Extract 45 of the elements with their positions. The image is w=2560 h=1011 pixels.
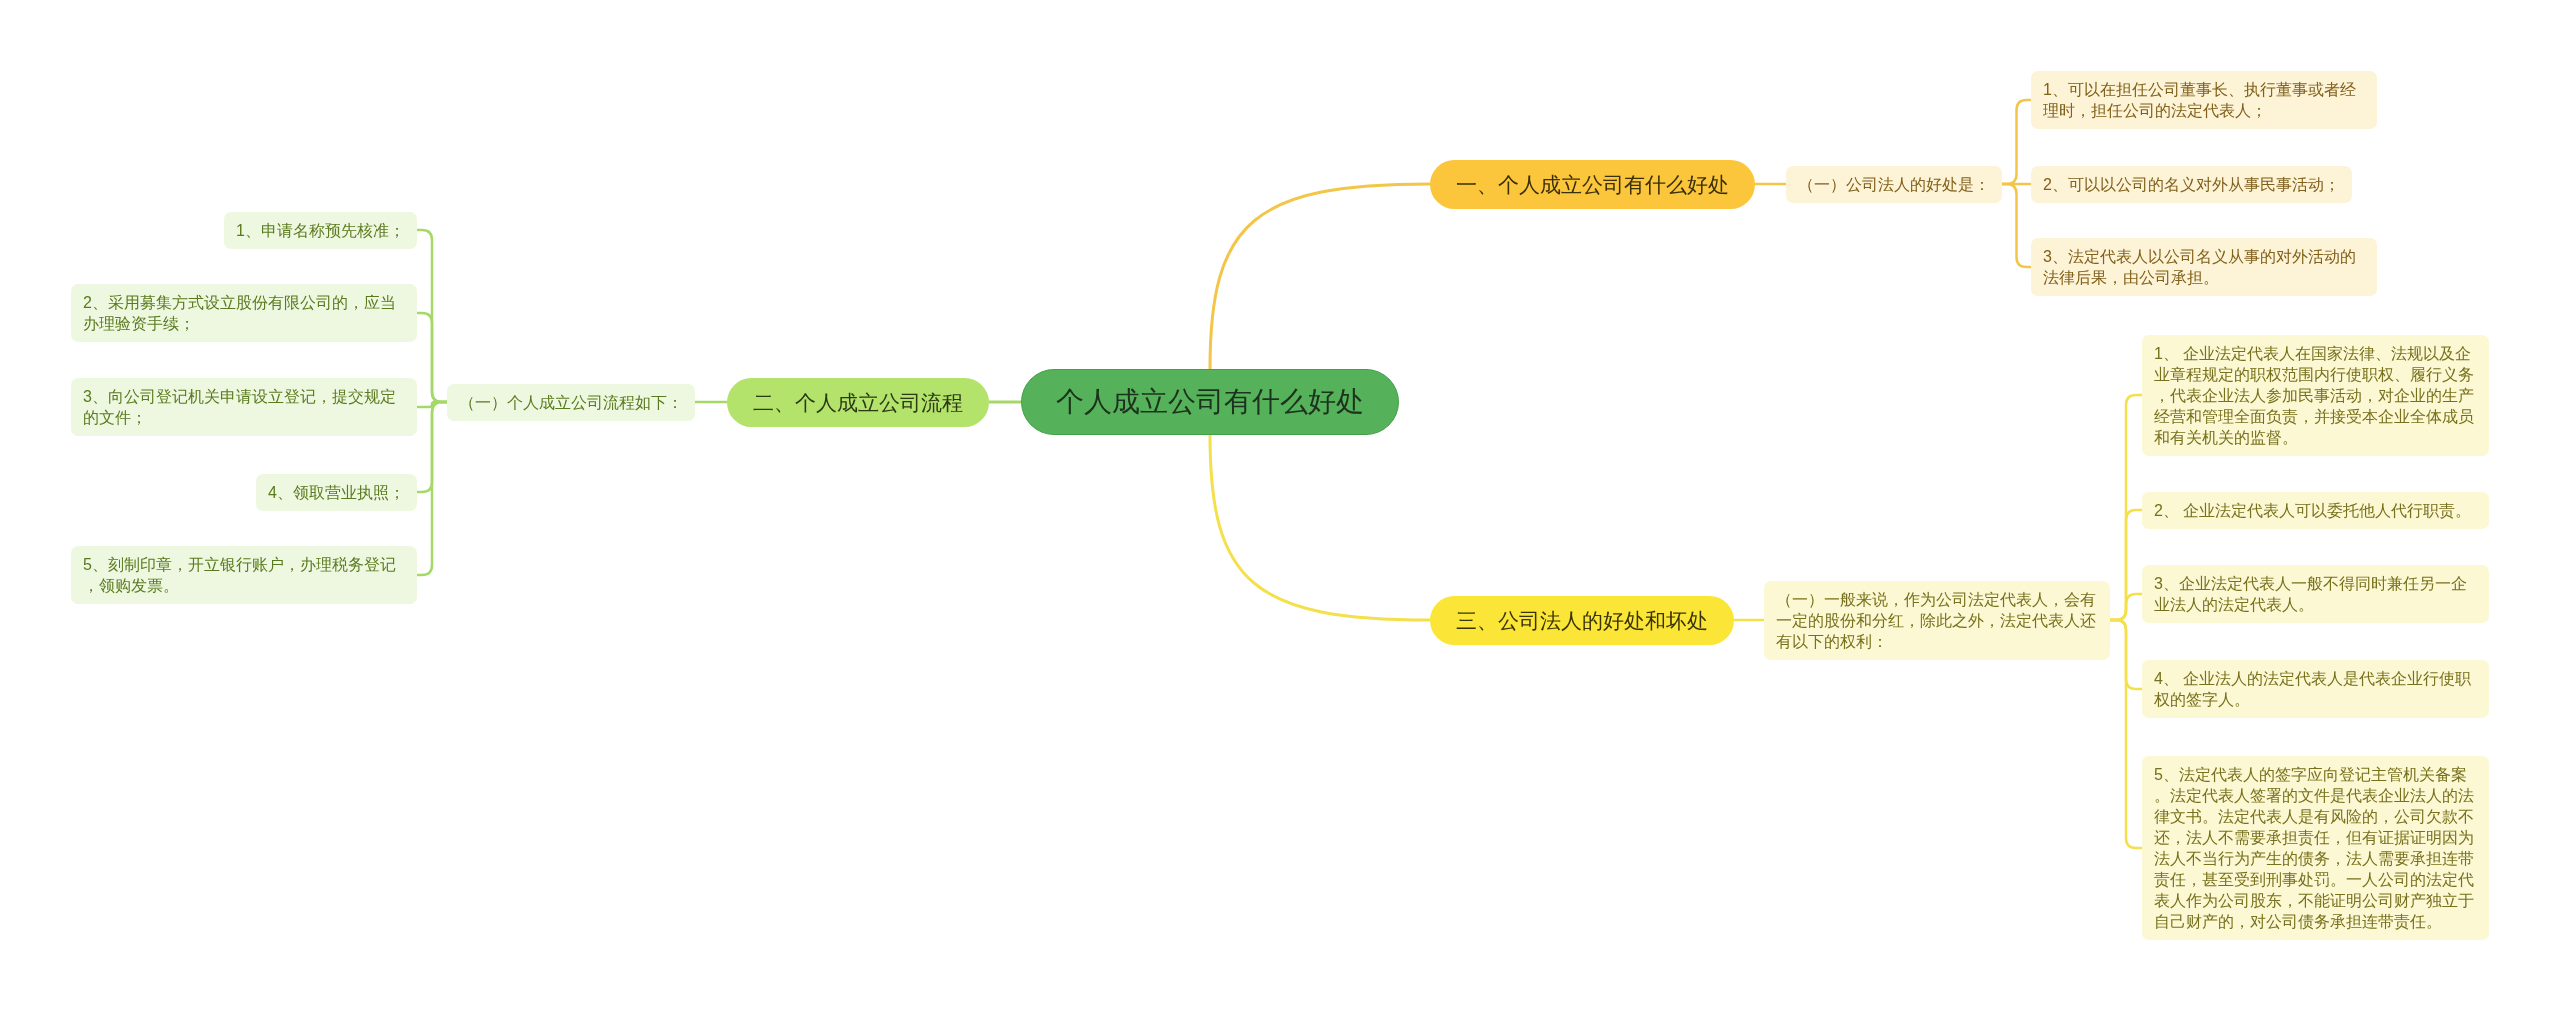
detail-text: 3、向公司登记机关申请设立登记，提交规定的文件； xyxy=(83,387,397,428)
detail-text: 3、法定代表人以公司名义从事的对外活动的法律后果，由公司承担。 xyxy=(2043,247,2357,288)
detail-card xyxy=(2031,165,2352,203)
detail-text: 5、刻制印章，开立银行账户，办理税务登记，领购发票。 xyxy=(83,555,397,596)
detail-text: 2、可以以公司的名义对外从事民事活动； xyxy=(2043,174,2340,195)
detail-card xyxy=(224,211,417,249)
connector-line xyxy=(1208,182,1431,370)
detail-text: 1、 企业法定代表人在国家法律、法规以及企业章程规定的职权范围内行使职权、履行义务，代表企业法人参加民事活动，对企业的生产经营和管理全面负责，并接受本企业全体成员和有关机关的监督。 xyxy=(2154,343,2475,448)
detail-text: 4、 企业法人的法定代表人是代表企业行使职权的签字人。 xyxy=(2154,669,2473,710)
connector-line xyxy=(695,400,727,404)
connector-line xyxy=(989,400,1021,404)
detail-card xyxy=(2142,565,2489,623)
detail-card xyxy=(71,284,417,342)
detail-card xyxy=(2031,71,2377,129)
branch-topic xyxy=(1430,159,1755,209)
connector-line xyxy=(1208,434,1431,622)
detail-card xyxy=(2142,756,2489,940)
branch-topic-title: 一、个人成立公司有什么好处 xyxy=(1456,171,1729,198)
detail-text: 2、 企业法定代表人可以委托他人代行职责。 xyxy=(2154,500,2473,521)
detail-text: 2、采用募集方式设立股份有限公司的，应当办理验资手续； xyxy=(83,293,397,334)
detail-card xyxy=(71,378,417,436)
detail-card xyxy=(2031,238,2377,296)
detail-card xyxy=(256,473,417,511)
detail-card xyxy=(2142,660,2489,718)
branch-topic-title: 三、公司法人的好处和坏处 xyxy=(1456,607,1708,634)
subtopic-card xyxy=(1764,580,2110,660)
detail-text: 1、可以在担任公司董事长、执行董事或者经理时，担任公司的法定代表人； xyxy=(2043,80,2357,121)
detail-text: 5、法定代表人的签字应向登记主管机关备案。法定代表人签署的文件是代表企业法人的法律文书。法定代表人是有风险的，公司欠款不还，法人不需要承担责任，但有证据证明因为法人不当行为产生的债务，法人需要承担连带责任，甚至受到刑事处罚。一人公司的法定代表人作为公司股东，不能证明公司财产独立于自己财产的，对公司债务承担连带责任。 xyxy=(2154,765,2475,932)
central-topic-title: 个人成立公司有什么好处 xyxy=(1056,385,1364,419)
detail-card xyxy=(71,546,417,604)
subtopic-card xyxy=(1786,165,2002,203)
detail-text: 4、领取营业执照； xyxy=(268,482,405,503)
subtopic-text: （一）公司法人的好处是： xyxy=(1798,174,1990,195)
connector-line xyxy=(1755,182,1786,186)
subtopic-text: （一）一般来说，作为公司法定代表人，会有一定的股份和分红，除此之外，法定代表人还有以下的权利： xyxy=(1776,589,2097,652)
branch-topic xyxy=(1430,595,1734,645)
branch-topic-title: 二、个人成立公司流程 xyxy=(753,389,963,416)
connector-line xyxy=(1734,618,1764,622)
subtopic-card xyxy=(447,383,695,421)
detail-text: 1、申请名称预先核准； xyxy=(236,220,405,241)
branch-topic xyxy=(727,377,989,427)
detail-text: 3、企业法定代表人一般不得同时兼任另一企业法人的法定代表人。 xyxy=(2154,574,2468,615)
subtopic-text: （一）个人成立公司流程如下： xyxy=(459,392,683,413)
detail-card xyxy=(2142,491,2489,529)
detail-card xyxy=(2142,334,2489,456)
